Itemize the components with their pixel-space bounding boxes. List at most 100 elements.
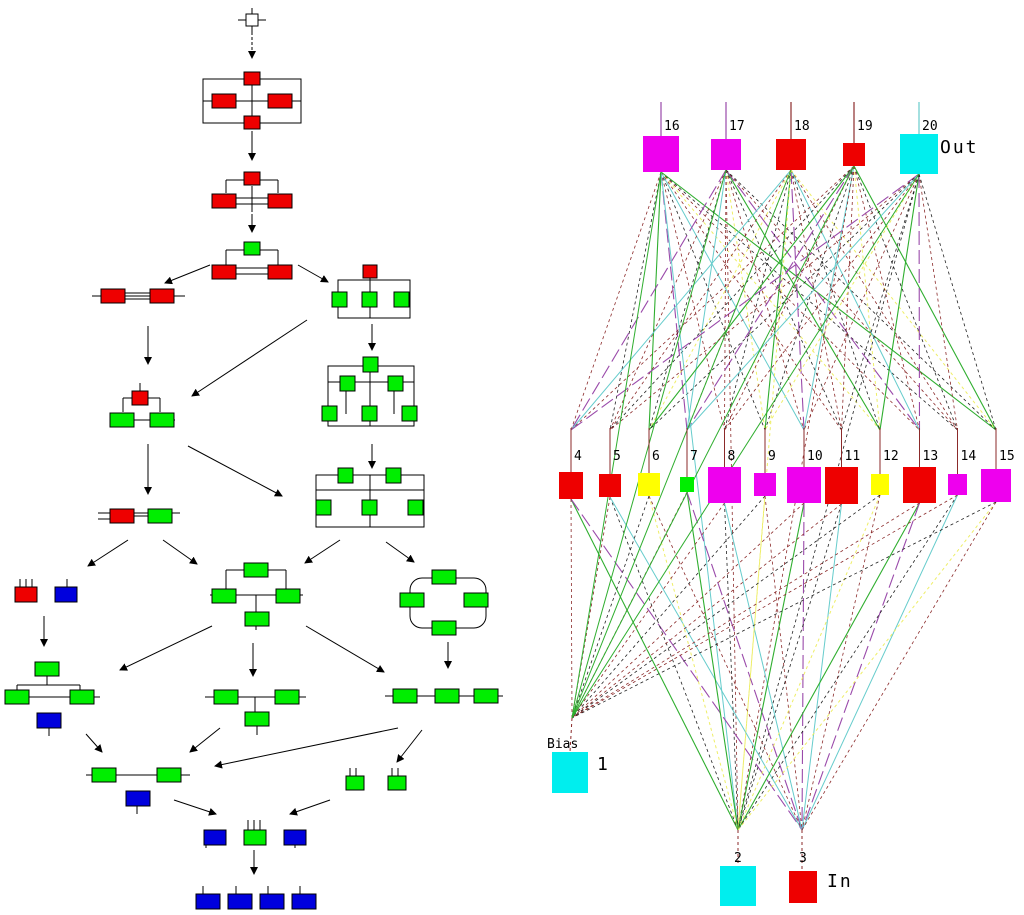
tree-node-5a	[109, 383, 175, 428]
output-node-label: 16	[664, 119, 680, 134]
network-edge	[570, 498, 573, 719]
output-node-label: 18	[794, 119, 810, 134]
output-node-20	[900, 134, 938, 174]
tree-arrow	[87, 539, 129, 567]
network-edge	[609, 173, 920, 431]
network-edge	[609, 496, 803, 831]
tree-arrow	[189, 727, 221, 753]
network-edge	[648, 495, 803, 831]
network-edge	[660, 171, 805, 431]
input-node-2	[720, 866, 756, 906]
network-edge	[724, 173, 920, 431]
network-edge	[803, 173, 920, 431]
network-edge	[724, 169, 727, 431]
input-node-label: 2	[734, 851, 742, 866]
network-edge	[571, 494, 958, 719]
network-edge	[918, 173, 958, 431]
network-edge	[737, 501, 997, 831]
network-edge	[725, 169, 920, 431]
network-edge	[571, 173, 920, 719]
network-edge	[803, 165, 855, 431]
network-edge	[764, 495, 803, 831]
tree-arrow	[214, 727, 399, 769]
tree-arrow	[85, 733, 103, 753]
network-edge	[660, 171, 842, 431]
network-edge	[801, 502, 805, 831]
network-edge	[737, 502, 920, 831]
hidden-node-label: 9	[768, 449, 776, 464]
hidden-node-5	[599, 474, 621, 497]
network-edge	[686, 173, 920, 431]
tree-node-7c	[399, 569, 489, 636]
network-edge	[737, 494, 958, 831]
network-edge	[660, 171, 688, 431]
network-edge	[790, 169, 805, 431]
tree-node-6b	[315, 467, 425, 528]
tree-node-8b	[205, 689, 306, 735]
hidden-node-12	[871, 474, 889, 495]
hidden-node-15	[981, 469, 1011, 502]
network-edge	[764, 169, 792, 431]
network-edge	[853, 165, 997, 431]
network-edge	[841, 165, 855, 431]
network-edge	[571, 165, 855, 719]
network-edge	[570, 173, 920, 431]
tree-node-7a	[14, 579, 78, 603]
network-edge	[737, 495, 766, 831]
network-edge	[570, 498, 803, 831]
network-edge	[853, 165, 881, 431]
output-node-16	[643, 136, 679, 172]
tree-arrow	[385, 541, 415, 563]
network-edge	[801, 502, 921, 831]
hidden-node-label: 8	[728, 449, 736, 464]
hidden-node-11	[825, 467, 858, 504]
hidden-node-6	[638, 473, 660, 496]
network-edge	[571, 501, 997, 719]
network-edge	[570, 169, 792, 431]
network-edge	[918, 173, 921, 431]
network-edge	[570, 169, 727, 431]
hidden-node-4	[559, 472, 583, 499]
network-edge	[686, 169, 727, 431]
tree-node-1	[202, 71, 302, 130]
output-node-17	[711, 139, 741, 170]
hidden-node-label: 7	[690, 449, 698, 464]
bias-label: Bias	[547, 737, 578, 752]
network-edge	[648, 165, 855, 431]
network-edge	[879, 173, 920, 431]
network-edge	[737, 494, 881, 831]
tree-node-9b	[345, 768, 407, 791]
network-edge	[724, 502, 803, 831]
output-node-19	[843, 143, 865, 166]
tree-arrow	[187, 445, 283, 497]
input-layer-label: In	[827, 871, 853, 892]
network-edge	[725, 169, 958, 431]
tree-arrow	[297, 264, 329, 283]
bias-number: 1	[597, 754, 610, 775]
network-edge	[853, 165, 958, 431]
network-edge	[790, 169, 920, 431]
input-node-3	[789, 871, 817, 903]
tree-node-3	[211, 241, 293, 280]
network-edge	[737, 503, 842, 831]
network-edge	[660, 171, 766, 431]
network-edge	[918, 173, 997, 431]
network-edge	[764, 165, 855, 431]
network-connections	[569, 165, 997, 871]
network-edge	[648, 169, 792, 431]
hidden-node-label: 6	[652, 449, 660, 464]
network-edge	[737, 169, 792, 831]
tree-node-4b	[331, 264, 411, 319]
network-edge	[571, 503, 842, 719]
hidden-node-label: 12	[883, 449, 899, 464]
network-edge	[571, 502, 725, 719]
network-edge	[686, 491, 739, 831]
tree-node-8c	[385, 688, 503, 704]
network-edge	[686, 165, 855, 431]
structure-evolution-diagram	[4, 8, 503, 910]
hidden-node-label: 13	[923, 449, 939, 464]
hidden-node-label: 15	[999, 449, 1015, 464]
network-edge	[686, 491, 803, 831]
hidden-node-label: 5	[613, 449, 621, 464]
network-edge	[764, 173, 920, 431]
